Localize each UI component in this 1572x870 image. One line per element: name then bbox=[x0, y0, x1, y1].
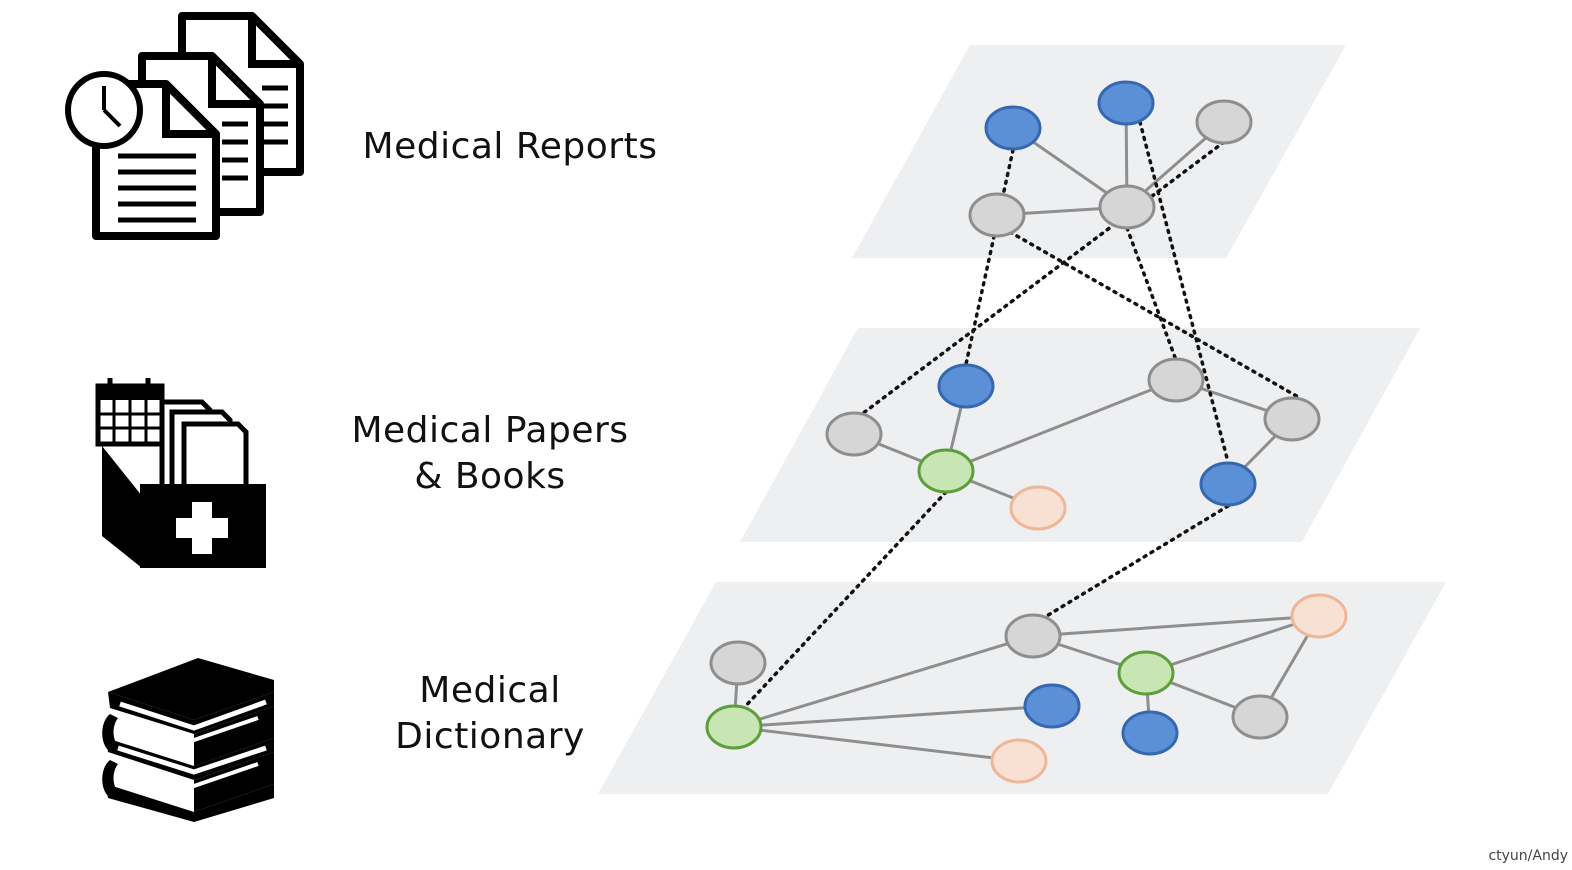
cross-link bbox=[852, 140, 1226, 422]
node-green bbox=[917, 448, 975, 494]
edge bbox=[1032, 614, 1320, 638]
node-gray bbox=[1098, 184, 1156, 230]
watermark: ctyun/Andy bbox=[1488, 848, 1568, 864]
node-blue bbox=[937, 363, 995, 409]
node-peach bbox=[990, 738, 1048, 784]
node-gray bbox=[1195, 99, 1253, 145]
cross-link bbox=[1008, 230, 1302, 400]
label-medical-dictionary: Medical Dictionary bbox=[360, 668, 620, 760]
node-gray bbox=[1004, 613, 1062, 659]
edge bbox=[733, 634, 1034, 729]
edge bbox=[733, 725, 1020, 763]
label-medical-papers-books: Medical Papers & Books bbox=[330, 408, 650, 500]
documents-clock-icon bbox=[65, 12, 304, 240]
node-blue bbox=[1121, 710, 1179, 756]
books-stack-icon bbox=[102, 658, 274, 822]
node-gray bbox=[1263, 396, 1321, 442]
node-gray bbox=[709, 640, 767, 686]
node-green bbox=[1117, 650, 1175, 696]
edge bbox=[945, 378, 1177, 473]
label-line: & Books bbox=[414, 456, 566, 497]
node-gray bbox=[825, 411, 883, 457]
node-blue bbox=[984, 105, 1042, 151]
cross-link bbox=[1138, 120, 1230, 464]
plane-bottom bbox=[598, 582, 1446, 794]
node-gray bbox=[1147, 357, 1205, 403]
node-gray bbox=[1231, 694, 1289, 740]
label-line: Medical Papers bbox=[351, 410, 629, 451]
edge bbox=[733, 704, 1053, 729]
cross-link bbox=[738, 490, 948, 714]
label-line: Medical bbox=[419, 670, 561, 711]
label-medical-reports: Medical Reports bbox=[362, 126, 658, 167]
cross-link bbox=[1038, 504, 1230, 622]
node-green bbox=[705, 704, 763, 750]
node-blue bbox=[1023, 683, 1081, 729]
medical-folder-calendar-icon bbox=[95, 378, 266, 568]
cross-link bbox=[1125, 226, 1178, 362]
node-blue bbox=[1097, 80, 1155, 126]
node-gray bbox=[968, 192, 1026, 238]
label-line: Dictionary bbox=[395, 716, 585, 757]
node-blue bbox=[1199, 461, 1257, 507]
plane-top bbox=[852, 45, 1346, 258]
edge bbox=[1145, 614, 1320, 675]
node-peach bbox=[1290, 593, 1348, 639]
node-peach bbox=[1009, 485, 1067, 531]
